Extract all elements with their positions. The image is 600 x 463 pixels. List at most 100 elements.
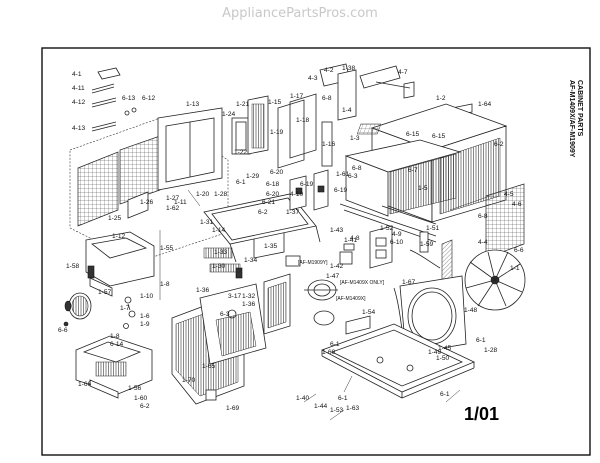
watermark: AppliancePartsPros.com [222,6,378,21]
callout-1-11: 1-11 [174,199,187,206]
side-bracket [321,121,333,167]
callout-1-13: 1-13 [186,101,200,108]
part-1-42 [339,251,353,265]
fan-motor [304,279,338,326]
strip-parts [203,247,241,273]
callout-1-60: 1-60 [134,395,148,402]
callout-1-34: 1-34 [244,257,258,264]
callout-3-17: 3-17 [228,293,242,300]
callout-6-8: 6-8 [352,165,362,172]
callout-6-2: 6-2 [258,209,268,216]
callout-6-10: 6-10 [390,239,404,246]
callout-1-9: 1-9 [140,321,150,328]
page-number: 1/01 [464,404,499,424]
callout-6-12: 6-12 [142,95,156,102]
note-m1409x-only: [AF-M1409X ONLY] [340,280,385,286]
callout-4-11: 4-11 [72,85,85,92]
callout-1-61: 1-61 [336,171,350,178]
callout-1-35: 1-35 [264,243,278,250]
callout-1-54: 1-54 [362,309,376,316]
callout-1-49: 1-49 [428,349,442,356]
leader-lines [159,189,491,421]
callout-1-38: 1-38 [342,65,356,72]
louver-mechanism [289,169,329,211]
callout-6-2: 6-2 [494,141,504,148]
callout-6-1: 6-1 [440,391,450,398]
callout-1-33: 1-33 [214,249,228,256]
louver-blades [277,93,317,169]
rear-grille [485,183,525,259]
callout-6-1: 6-1 [236,179,246,186]
callout-6-13: 6-13 [122,95,136,102]
drain-pan-assembly [75,335,153,399]
callout-1-28: 1-28 [214,191,228,198]
callout-6-8: 6-8 [478,213,488,220]
callout-1-24: 1-24 [222,111,236,118]
small-parts-top-left [91,67,137,132]
callout-4-1: 4-1 [72,71,82,78]
callout-6-19: 6-19 [334,187,348,194]
callout-1-43: 1-43 [330,227,344,234]
callout-1-1: 1-1 [510,265,520,272]
callout-1-3: 1-3 [350,135,360,142]
callout-1-47: 1-47 [326,273,340,280]
blower-wheel [64,292,92,320]
callout-1-25: 1-25 [108,215,122,222]
callout-6-2: 6-2 [140,403,150,410]
callout-1-19: 1-19 [270,129,284,136]
callout-1-57: 1-57 [98,289,112,296]
callout-1-53: 1-53 [330,407,344,414]
callout-4-6: 4-6 [512,201,522,208]
callout-1-64: 1-64 [478,101,492,108]
callout-1-22: 1-22 [234,149,248,156]
callout-1-58: 1-58 [66,263,80,270]
chassis-frame [344,139,462,217]
callout-1-12: 1-12 [112,233,126,240]
base-pan [321,323,475,399]
callout-1-30: 1-30 [212,263,226,270]
callout-1-20: 1-20 [196,191,210,198]
callout-6-7: 6-7 [408,167,418,174]
callout-1-5: 1-5 [418,185,428,192]
callout-1-59: 1-59 [420,241,434,248]
callout-1-2: 1-2 [436,95,446,102]
callout-1-14: 1-14 [212,227,226,234]
callout-1-48: 1-48 [464,307,478,314]
callout-6-15: 6-15 [432,133,446,140]
callout-1-36: 1-36 [242,301,256,308]
callout-1-36: 1-36 [196,287,210,294]
callout-4-7: 4-7 [398,69,408,76]
callout-1-56: 1-56 [128,385,142,392]
front-inner-plate [203,193,321,263]
filter-assembly [77,135,161,227]
callout-1-51: 1-51 [426,225,440,232]
callout-1-32: 1-32 [242,293,256,300]
callout-1-4: 1-4 [342,107,352,114]
callout-6-19: 6-19 [300,181,314,188]
callout-1-17: 1-17 [290,93,304,100]
callout-4-2: 4-2 [324,67,334,74]
callout-1-31: 1-31 [200,219,214,226]
screw-set [63,296,136,329]
panel-1-67 [419,231,429,253]
callout-1-21: 1-21 [236,101,250,108]
callout-1-28: 1-28 [484,347,498,354]
callout-1-67: 1-67 [402,279,416,286]
callout-1-60: 1-60 [322,349,336,356]
callout-4-9: 4-9 [392,231,402,238]
callout-1-6: 1-6 [140,313,150,320]
callout-1-29: 1-29 [246,173,260,180]
diagram-title: CABINET PARTS AF-M1409X/AF-M1909Y [568,80,583,158]
callout-6-20: 6-20 [266,191,280,198]
callout-1-26: 1-26 [140,199,154,206]
callout-1-8: 1-8 [110,333,120,340]
callout-1-70: 1-70 [182,377,196,384]
callout-1-18: 1-18 [296,117,310,124]
callout-6-14: 6-14 [110,341,124,348]
callout-6-3: 6-3 [348,173,358,180]
bracket-1-59 [345,315,371,335]
pipe-1-52 [409,249,441,269]
callout-1-8: 1-8 [160,281,170,288]
callout-4-4: 4-4 [478,239,488,246]
